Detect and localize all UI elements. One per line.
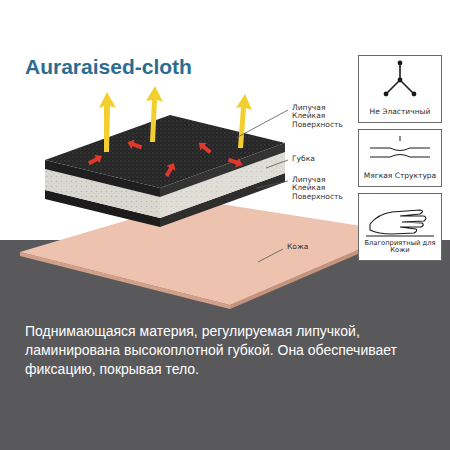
caption-text: Поднимающаяся материя, регулируемая липу…: [25, 322, 430, 379]
layer-label: Кожа: [287, 243, 347, 251]
diagram-title: Auraraised-cloth: [25, 55, 192, 79]
soft-structure-icon: [370, 136, 430, 157]
skin-friendly-icon: [366, 210, 434, 236]
rising-arrows: [99, 86, 252, 152]
feature-caption: Благоприятный для Кожи: [362, 240, 438, 256]
velcro-surface: [45, 115, 285, 188]
layer-label: Липучая Клейкая Поверхность: [292, 176, 352, 201]
icon-ground: [358, 129, 442, 187]
feature-caption: Не Эластичный: [362, 108, 438, 117]
non-elastic-icon: [384, 61, 417, 97]
feature-box: Мягкая Структура: [358, 129, 442, 187]
air-arrows: [86, 138, 244, 179]
feature-box: Благоприятный для Кожи: [358, 193, 442, 261]
feature-box: Не Эластичный: [358, 55, 442, 123]
icon-ground: [358, 193, 442, 261]
leader-lines: [236, 110, 288, 262]
feature-caption: Мягкая Структура: [362, 172, 438, 181]
skin-layer: [20, 200, 400, 305]
layer-label: Липучая Клейкая Поверхность: [292, 104, 352, 129]
icon-ground: [358, 55, 442, 123]
layer-label: Губка: [292, 155, 352, 163]
